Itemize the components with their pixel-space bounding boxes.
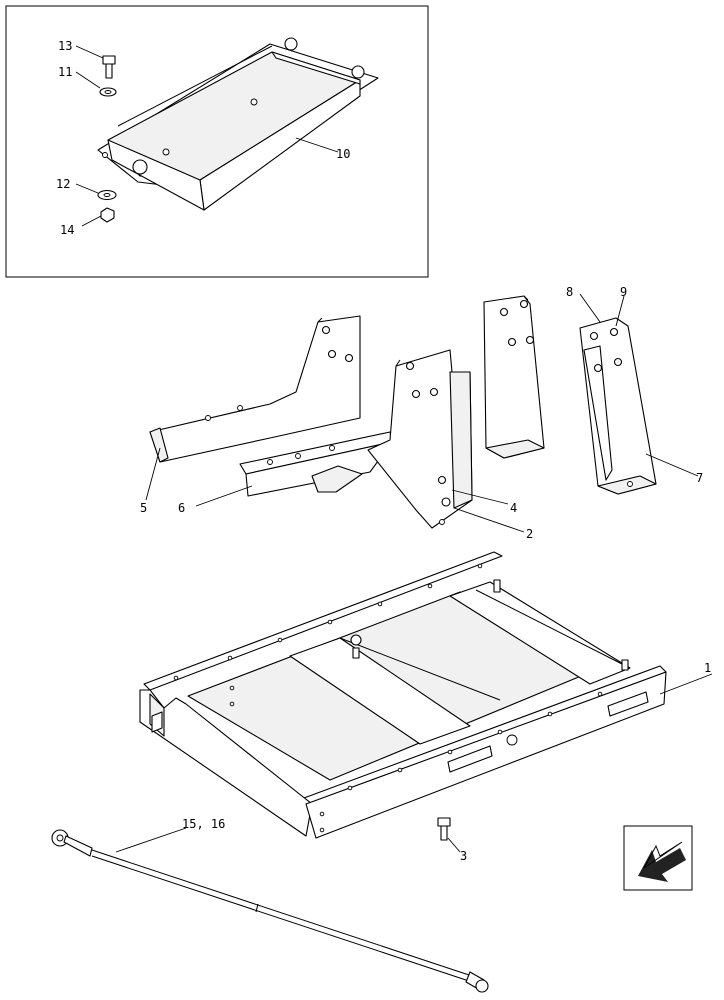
bracket-2 — [367, 349, 473, 529]
inset-frame — [5, 5, 429, 278]
callout-12: 12 — [56, 177, 70, 191]
callout-9: 9 — [620, 285, 627, 299]
frame-1 — [139, 551, 667, 839]
callout-3: 3 — [460, 849, 467, 863]
callout-10: 10 — [336, 147, 350, 161]
callout-7: 7 — [696, 471, 703, 485]
direction-arrow-icon — [623, 825, 693, 891]
callout-8: 8 — [566, 285, 573, 299]
callout-2: 2 — [526, 527, 533, 541]
callout-6: 6 — [178, 501, 185, 515]
bolt-3 — [437, 817, 451, 841]
bracket-7 — [579, 317, 657, 495]
bolt-13 — [102, 55, 116, 79]
inset-battery-tray-group: 13 11 12 14 10 — [5, 5, 429, 278]
battery-tray — [97, 37, 379, 211]
callout-5: 5 — [140, 501, 147, 515]
callout-15-16: 15, 16 — [182, 817, 225, 831]
callout-1: 1 — [704, 661, 711, 675]
callout-13: 13 — [58, 39, 72, 53]
callout-11: 11 — [58, 65, 72, 79]
bracket-upright — [483, 295, 545, 459]
bracket-5 — [149, 315, 361, 463]
battery-cable — [51, 829, 489, 993]
callout-4: 4 — [510, 501, 517, 515]
bracket-6 — [239, 431, 393, 497]
nut-14 — [100, 207, 115, 223]
callout-14: 14 — [60, 223, 74, 237]
